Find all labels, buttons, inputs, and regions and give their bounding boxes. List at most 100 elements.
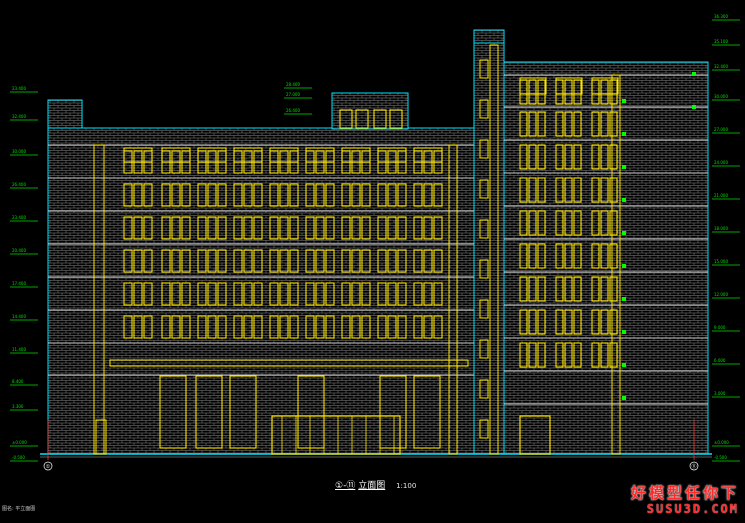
window-pane — [387, 282, 397, 306]
green-marker-9 — [622, 396, 626, 400]
window-right-72 — [519, 342, 528, 368]
window-main-30 — [233, 249, 263, 273]
window-pane — [289, 216, 299, 240]
window-right-4 — [564, 79, 573, 105]
level-right-4-text: 27.000 — [714, 127, 728, 132]
side-entrance-door — [519, 415, 551, 455]
window-pane — [341, 315, 351, 339]
green-marker-8 — [622, 363, 626, 367]
window-top-3 — [233, 147, 263, 163]
window-right-top-0 — [519, 77, 547, 95]
window-main-33 — [341, 249, 371, 273]
window-pane — [133, 249, 143, 273]
column-strip-2 — [489, 44, 499, 455]
window-pane — [423, 282, 433, 306]
window-pane — [423, 249, 433, 273]
window-pane — [305, 216, 315, 240]
window-main-52 — [377, 315, 407, 339]
window-pane — [133, 315, 143, 339]
window-roof-0 — [339, 109, 353, 129]
window-main-23 — [305, 216, 335, 240]
window-right-10 — [528, 111, 537, 137]
window-main-51 — [341, 315, 371, 339]
window-pane — [387, 315, 397, 339]
window-right-78 — [591, 342, 600, 368]
window-pane — [325, 249, 335, 273]
window-pane — [133, 183, 143, 207]
window-main-13 — [269, 183, 299, 207]
window-right-20 — [537, 144, 546, 170]
window-pane — [269, 249, 279, 273]
window-right-top-1 — [555, 77, 583, 95]
window-main-35 — [413, 249, 443, 273]
window-right-1 — [528, 79, 537, 105]
window-main-21 — [233, 216, 263, 240]
window-pane — [289, 249, 299, 273]
window-right-49 — [564, 243, 573, 269]
window-right-52 — [600, 243, 609, 269]
window-right-75 — [555, 342, 564, 368]
window-pane — [325, 315, 335, 339]
window-main-31 — [269, 249, 299, 273]
window-pane — [171, 315, 181, 339]
window-main-50 — [305, 315, 335, 339]
green-marker-3 — [622, 198, 626, 202]
window-right-76 — [564, 342, 573, 368]
window-pane — [387, 183, 397, 207]
window-pane — [217, 183, 227, 207]
level-top-0-text: 28.400 — [286, 82, 300, 87]
window-main-15 — [341, 183, 371, 207]
window-right-12 — [555, 111, 564, 137]
window-pane — [207, 249, 217, 273]
storefront-window-0 — [159, 375, 187, 449]
window-pane — [433, 282, 443, 306]
window-pane — [387, 249, 397, 273]
window-pane — [171, 216, 181, 240]
window-stair-0 — [479, 59, 489, 79]
window-right-18 — [519, 144, 528, 170]
window-pane — [253, 249, 263, 273]
window-pane — [289, 183, 299, 207]
green-marker-1 — [622, 132, 626, 136]
level-right-7-text: 18.000 — [714, 226, 728, 231]
window-main-20 — [197, 216, 227, 240]
window-pane — [269, 183, 279, 207]
window-pane — [351, 183, 361, 207]
window-pane — [123, 282, 133, 306]
column-strip-1 — [448, 144, 458, 455]
watermark-line2: SUSU3D.COM — [646, 502, 739, 516]
window-right-45 — [519, 243, 528, 269]
level-right-10-text: 9.000 — [714, 325, 726, 330]
window-pane — [423, 216, 433, 240]
storefront-window-2 — [229, 375, 257, 449]
green-marker-6 — [622, 297, 626, 301]
window-pane — [289, 282, 299, 306]
window-right-60 — [591, 276, 600, 302]
window-pane — [181, 249, 191, 273]
window-main-34 — [377, 249, 407, 273]
axis-left-label: ① — [46, 464, 51, 470]
window-right-67 — [564, 309, 573, 335]
storefront-window-1 — [195, 375, 223, 449]
window-pane — [397, 282, 407, 306]
window-pane — [197, 183, 207, 207]
window-main-40 — [269, 282, 299, 306]
level-right-0-text: 36.300 — [714, 14, 728, 19]
level-left-10-text: 3.300 — [12, 404, 24, 409]
level-left-8-text: 11.400 — [12, 347, 26, 352]
window-pane — [351, 249, 361, 273]
drawing-title-main: 立面图 — [358, 481, 386, 491]
window-pane — [315, 249, 325, 273]
window-pane — [289, 315, 299, 339]
entrance-canopy — [109, 359, 469, 367]
window-right-36 — [519, 210, 528, 236]
corner-note: 图名: 平立面图 — [2, 506, 36, 512]
green-marker-4 — [622, 231, 626, 235]
window-main-43 — [377, 282, 407, 306]
window-stair-2 — [479, 139, 489, 159]
window-pane — [181, 282, 191, 306]
window-pane — [413, 315, 423, 339]
window-right-62 — [609, 276, 618, 302]
window-pane — [361, 183, 371, 207]
